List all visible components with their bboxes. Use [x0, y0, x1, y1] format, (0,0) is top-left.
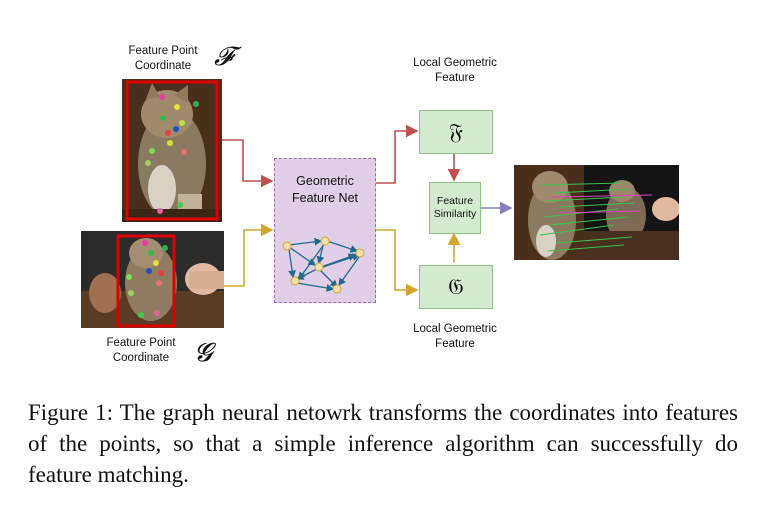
feature-g-box: 𝔊 [419, 265, 493, 309]
top-coordinate-label: Feature Point Coordinate [128, 45, 198, 72]
arrow-bottom-to-net [224, 223, 274, 287]
bottom-cat-image [81, 231, 224, 328]
arrow-top-to-net [222, 139, 274, 188]
figure-caption: Figure 1: The graph neural netowrk trans… [28, 397, 738, 490]
bottom-set-symbol: 𝓖 [194, 338, 213, 368]
local-feature-label-bottom: Local Geometric Feature [413, 323, 497, 350]
bottom-coordinate-label: Feature Point Coordinate [106, 337, 176, 364]
geometric-feature-net: Geometric Feature Net [274, 158, 376, 303]
top-cat-image [122, 79, 222, 222]
arrow-net-to-g [375, 229, 419, 297]
caption-label: Figure 1: [28, 400, 113, 425]
caption-text: The graph neural netowrk transforms the … [28, 400, 738, 487]
feature-f-box: 𝔉 [419, 110, 493, 154]
network-title: Geometric Feature Net [291, 174, 358, 205]
graph-diagram [282, 236, 365, 294]
top-set-symbol: 𝓕 [214, 42, 234, 72]
feature-similarity-box: Feature Similarity [429, 182, 481, 234]
local-feature-label-top: Local Geometric Feature [413, 57, 497, 84]
matching-result-image [514, 165, 679, 260]
arrow-net-to-f [375, 124, 419, 184]
